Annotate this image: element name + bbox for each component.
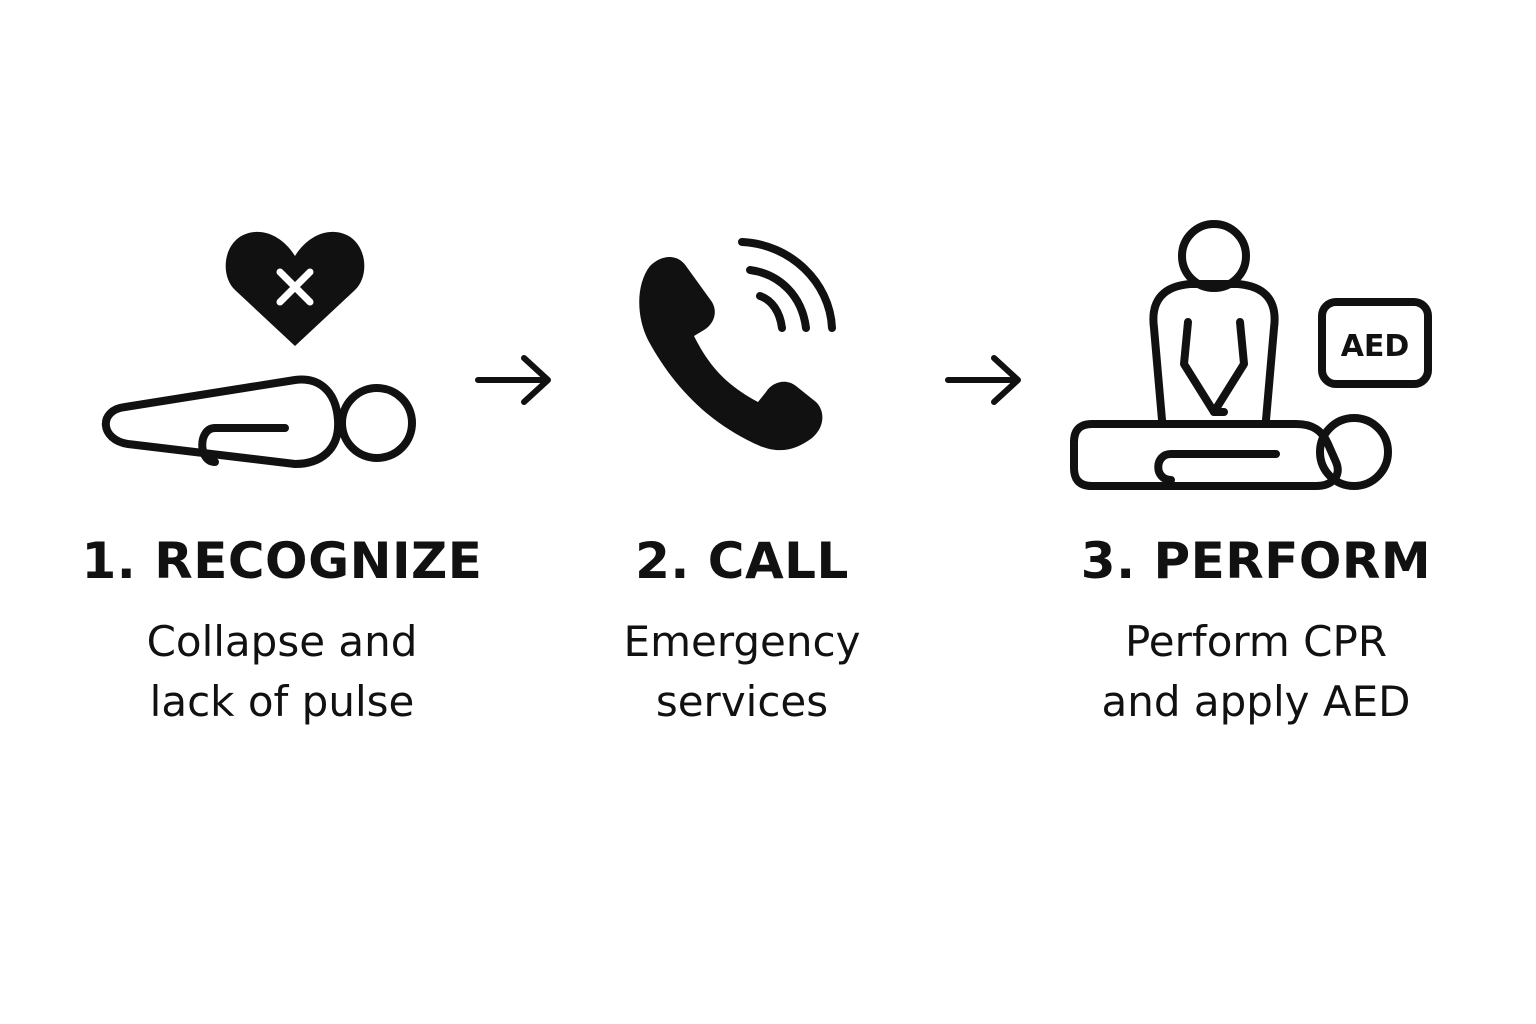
step-description-line: lack of pulse <box>149 677 415 726</box>
step-call: 2. CALL Emergency services <box>522 528 962 732</box>
cpr-aed-icon: AED <box>1070 220 1432 490</box>
no-pulse-heart-icon <box>225 231 365 346</box>
step-description-line: Collapse and <box>146 617 418 666</box>
phone-handset-icon <box>639 257 823 451</box>
signal-waves-icon <box>738 238 836 332</box>
aed-device-icon: AED <box>1318 298 1432 388</box>
step-recognize: 1. RECOGNIZE Collapse and lack of pulse <box>62 528 502 732</box>
step-description-call: Emergency services <box>522 612 962 732</box>
aed-label: AED <box>1341 329 1410 364</box>
lying-person-icon <box>101 375 416 468</box>
step-perform: 3. PERFORM Perform CPR and apply AED <box>1036 528 1476 732</box>
step-title-call: 2. CALL <box>635 532 849 590</box>
step-description-recognize: Collapse and lack of pulse <box>62 612 502 732</box>
right-arrow-icon <box>475 355 551 405</box>
phone-call-icon <box>639 238 836 451</box>
right-arrow-icon <box>945 355 1021 405</box>
step-description-line: Perform CPR <box>1124 617 1388 666</box>
collapsed-person-icon <box>101 231 416 468</box>
step-description-line: services <box>655 677 829 726</box>
step-title-perform: 3. PERFORM <box>1080 532 1432 590</box>
step-description-perform: Perform CPR and apply AED <box>1036 612 1476 732</box>
lying-patient-icon <box>1070 414 1392 490</box>
rescuer-icon <box>1149 220 1279 424</box>
step-description-line: Emergency <box>623 617 861 666</box>
step-title-recognize: 1. RECOGNIZE <box>81 532 483 590</box>
step-description-line: and apply AED <box>1101 677 1411 726</box>
